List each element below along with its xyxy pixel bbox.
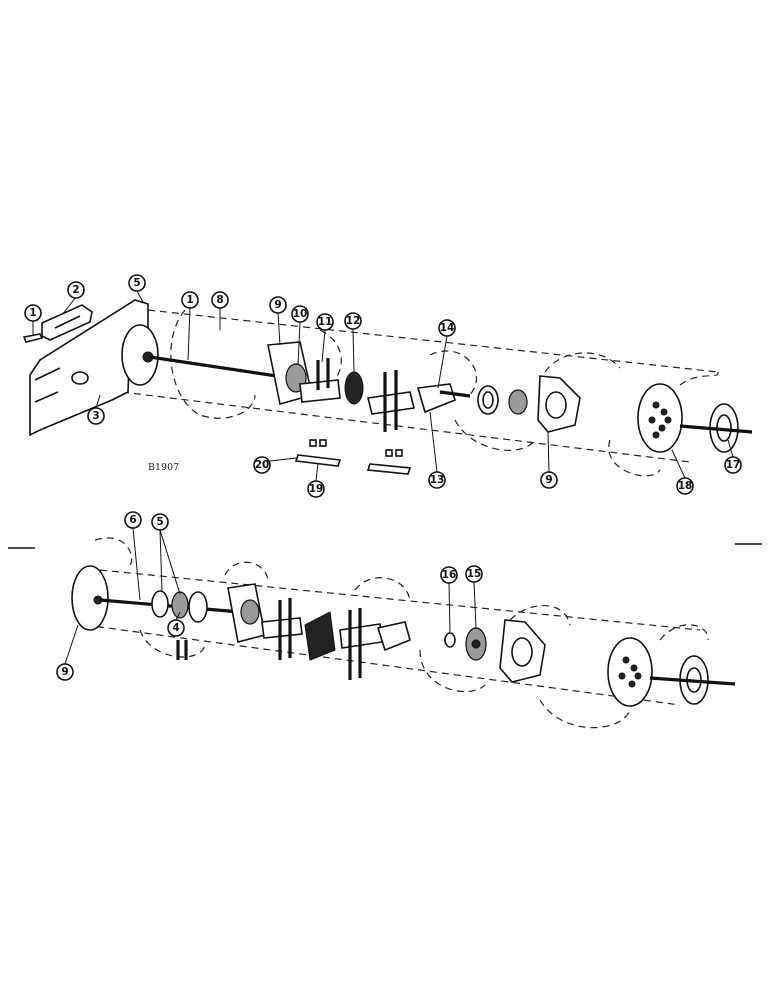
- pin: [22, 333, 44, 343]
- lower-drum-end: [607, 637, 653, 707]
- leader-lines: [32, 290, 734, 665]
- washer: [171, 591, 189, 619]
- callout-11: 11: [316, 313, 334, 331]
- figure-reference: B1907: [148, 462, 179, 473]
- callout-9: 9: [269, 296, 287, 314]
- main-shaft: [149, 355, 291, 380]
- small-ring: [444, 632, 456, 648]
- callout-6: 6: [124, 511, 142, 529]
- bearing: [508, 389, 528, 415]
- shim-plate: [294, 454, 342, 467]
- svg-text:4: 4: [172, 622, 179, 634]
- callout-1: 1: [24, 304, 42, 322]
- svg-text:15: 15: [467, 568, 482, 580]
- svg-text:20: 20: [255, 459, 270, 471]
- svg-text:13: 13: [430, 474, 445, 486]
- svg-text:1: 1: [29, 307, 36, 319]
- svg-text:18: 18: [678, 480, 693, 492]
- callout-1b: 1: [181, 291, 199, 309]
- drum-end: [637, 383, 683, 453]
- callout-20: 20: [253, 456, 271, 474]
- svg-text:3: 3: [92, 410, 99, 422]
- svg-text:9: 9: [274, 299, 281, 311]
- callout-14: 14: [438, 319, 456, 337]
- svg-text:11: 11: [318, 316, 333, 328]
- callouts-bottom: 6 5 4 9 16 15: [56, 511, 483, 681]
- callout-16: 16: [440, 566, 458, 584]
- svg-text:6: 6: [129, 514, 136, 526]
- svg-text:5: 5: [156, 516, 163, 528]
- callouts-top: 1 2 3 5 1 8 9 10 11 12 14 13 9 18 17 20 …: [24, 274, 742, 498]
- callout-8: 8: [211, 291, 229, 309]
- callout-12: 12: [344, 312, 362, 330]
- crank-arm: [299, 379, 341, 403]
- callout-17: 17: [724, 456, 742, 474]
- lower-end-disc: [71, 565, 109, 631]
- svg-text:9: 9: [61, 666, 68, 678]
- crank-disc: [344, 371, 364, 405]
- callout-10: 10: [291, 305, 309, 323]
- svg-text:10: 10: [293, 308, 308, 320]
- crankshaft: [416, 383, 456, 414]
- callout-3: 3: [87, 407, 105, 425]
- crank-housing: [304, 611, 336, 661]
- callout-13: 13: [428, 471, 446, 489]
- svg-text:2: 2: [72, 284, 79, 296]
- svg-text:1: 1: [186, 294, 193, 306]
- callout-2: 2: [67, 281, 85, 299]
- svg-text:14: 14: [440, 322, 455, 334]
- callout-4: 4: [167, 619, 185, 637]
- callout-9b: 9: [540, 471, 558, 489]
- callout-9-lower: 9: [56, 663, 74, 681]
- svg-text:16: 16: [442, 569, 457, 581]
- callout-18: 18: [676, 477, 694, 495]
- svg-text:8: 8: [216, 294, 223, 306]
- svg-text:5: 5: [133, 277, 140, 289]
- svg-text:12: 12: [346, 315, 361, 327]
- svg-text:19: 19: [309, 483, 324, 495]
- upper-assembly: B1907: [22, 299, 753, 477]
- end-disc: [121, 324, 159, 386]
- lower-assembly: [8, 537, 762, 729]
- callout-5: 5: [128, 274, 146, 292]
- callout-19: 19: [307, 480, 325, 498]
- callout-5-lower: 5: [151, 513, 169, 531]
- svg-text:9: 9: [545, 474, 552, 486]
- callout-15: 15: [465, 565, 483, 583]
- svg-text:17: 17: [726, 459, 741, 471]
